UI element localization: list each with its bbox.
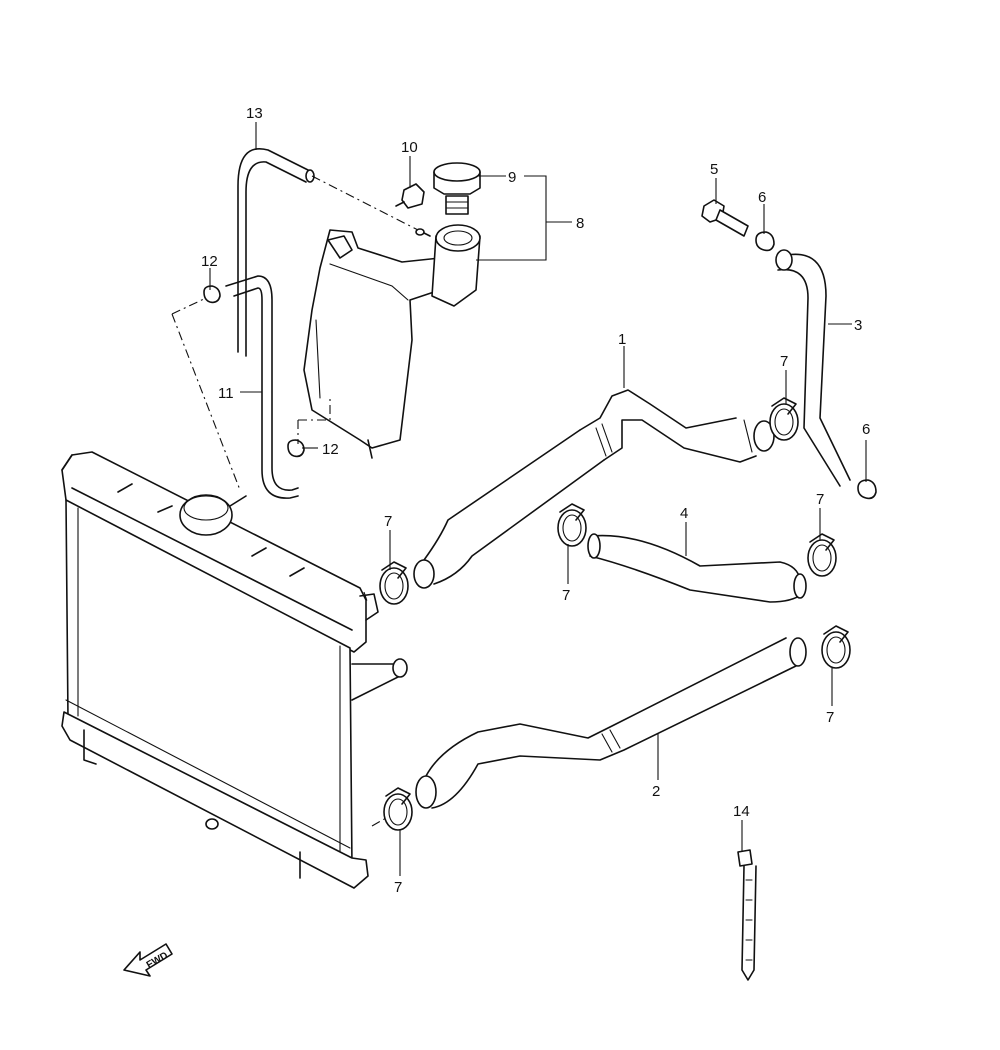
callout-11: 11 (218, 385, 234, 402)
fwd-label: FWD (145, 950, 170, 971)
callouts: 1 2 3 4 5 6 6 7 7 7 7 7 7 8 9 10 11 12 1… (201, 105, 870, 896)
overflow-hose-13 (237, 148, 315, 357)
callout-10: 10 (401, 139, 418, 156)
callout-12-lower: 12 (322, 441, 339, 458)
reservoir-cap (433, 162, 481, 215)
callout-12-upper: 12 (201, 253, 218, 270)
callout-7-b: 7 (562, 587, 570, 604)
callout-7-a: 7 (384, 513, 392, 530)
callout-7-d: 7 (816, 491, 824, 508)
radiator (61, 451, 408, 889)
assembly-dash-lines (171, 175, 419, 827)
callout-3: 3 (854, 317, 862, 334)
callout-13: 13 (246, 105, 263, 122)
callout-6-lower: 6 (862, 421, 870, 438)
callout-5: 5 (710, 161, 718, 178)
hose-clamp-7-f (383, 787, 413, 831)
hose-4 (587, 533, 807, 603)
hose-clamp-7-d (807, 533, 837, 577)
callout-6-upper: 6 (758, 189, 766, 206)
hose-clamp-6-upper (755, 231, 775, 252)
hose-clamp-7-a (379, 561, 409, 605)
callout-9: 9 (508, 169, 516, 186)
reservoir-tank (303, 224, 481, 459)
overflow-hose-11 (225, 275, 299, 499)
union-fitting-5 (701, 199, 749, 237)
radiator-hose-2 (415, 637, 807, 809)
bypass-hose-3 (775, 249, 851, 487)
hose-clamp-12-upper (203, 285, 221, 304)
callout-7-c: 7 (780, 353, 788, 370)
callout-7-e: 7 (826, 709, 834, 726)
radiator-hose-1 (413, 389, 775, 589)
bolt (395, 183, 425, 209)
callout-8: 8 (576, 215, 584, 232)
callout-2: 2 (652, 783, 660, 800)
cable-tie-14 (737, 849, 757, 981)
fwd-direction-arrow: FWD (123, 943, 173, 977)
callout-7-f: 7 (394, 879, 402, 896)
callout-14: 14 (733, 803, 750, 820)
hose-clamp-7-b (557, 503, 587, 547)
radiator-cap (179, 494, 247, 536)
hose-clamp-7-c (769, 397, 799, 441)
callout-1: 1 (618, 331, 626, 348)
hose-clamp-7-e (821, 625, 851, 669)
callout-4: 4 (680, 505, 688, 522)
hose-clamp-12-lower (287, 439, 305, 458)
leader-lines (209, 122, 867, 876)
hose-clamp-6-lower (857, 479, 877, 500)
